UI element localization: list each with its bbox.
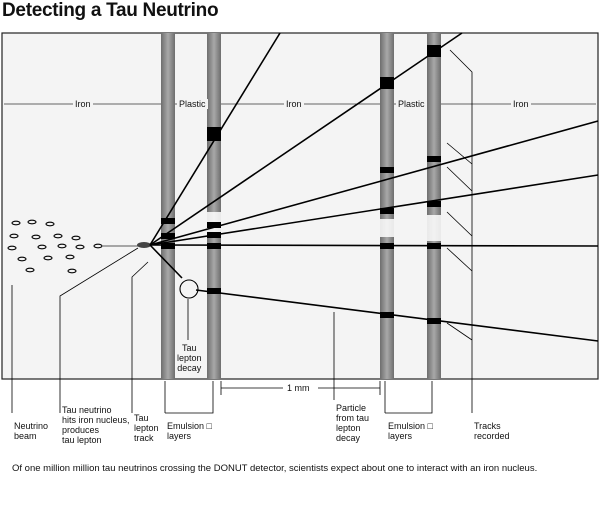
page-title: Detecting a Tau Neutrino bbox=[2, 0, 219, 21]
region-label-plastic: Plastic bbox=[396, 99, 427, 109]
label-particle-from-tau-decay: Particle from tau lepton decay bbox=[336, 403, 370, 443]
label-tau-neutrino-hits: Tau neutrino hits iron nucleus, produces… bbox=[62, 405, 130, 445]
label-emulsion-layers: Emulsion □ layers bbox=[167, 421, 212, 441]
region-label-iron: Iron bbox=[73, 99, 93, 109]
emulsion-layer bbox=[380, 33, 394, 379]
label-tau-lepton-decay: Tau lepton decay bbox=[177, 343, 202, 373]
label-emulsion-layers: Emulsion □ layers bbox=[388, 421, 433, 441]
emulsion-layer bbox=[207, 33, 221, 379]
caption: Of one million million tau neutrinos cro… bbox=[12, 463, 538, 474]
region-label-plastic: Plastic bbox=[177, 99, 208, 109]
detector-panel bbox=[1, 32, 599, 380]
label-scale-1mm: 1 mm bbox=[287, 383, 310, 393]
tau-decay-circle bbox=[179, 279, 199, 299]
recorded-segments bbox=[161, 45, 441, 324]
region-label-iron: Iron bbox=[284, 99, 304, 109]
label-tau-lepton-track: Tau lepton track bbox=[134, 413, 159, 443]
emulsion-layer bbox=[161, 33, 175, 379]
label-tracks-recorded: Tracks recorded bbox=[474, 421, 510, 441]
tracks-recorded-leaders bbox=[446, 49, 473, 413]
region-label-iron: Iron bbox=[511, 99, 531, 109]
interaction-vertex bbox=[137, 242, 151, 248]
scale-bar bbox=[220, 381, 381, 395]
label-neutrino-beam: Neutrino beam bbox=[14, 421, 49, 441]
callout-leaders bbox=[11, 247, 433, 414]
